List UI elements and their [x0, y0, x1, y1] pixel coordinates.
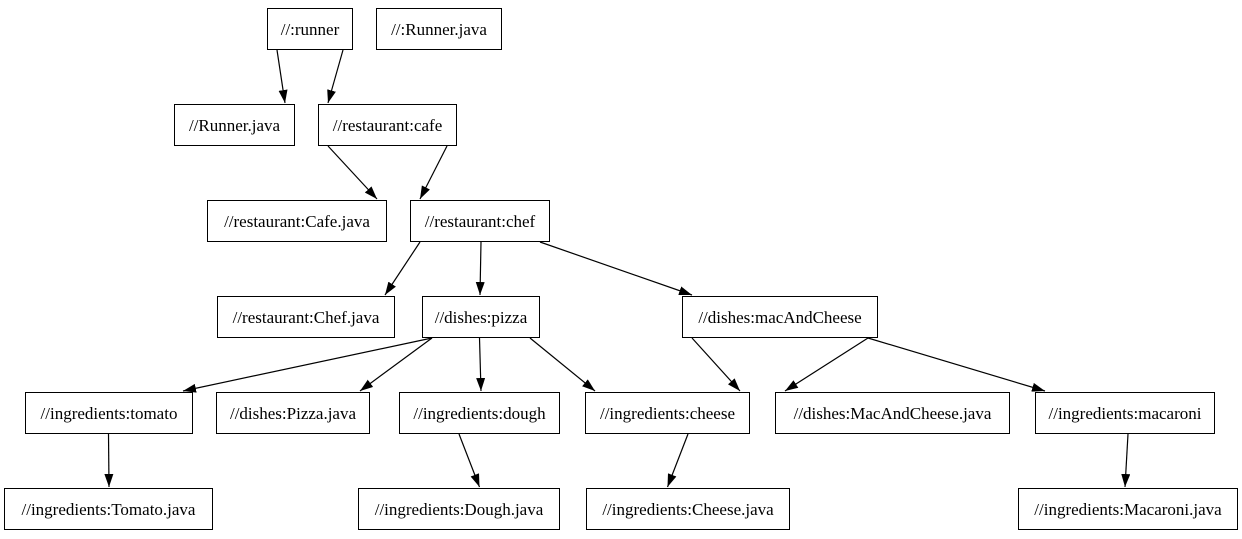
node-pizza-java: //dishes:Pizza.java: [216, 392, 370, 434]
node-chef: //restaurant:chef: [410, 200, 550, 242]
node-pizza: //dishes:pizza: [422, 296, 540, 338]
node-cheese: //ingredients:cheese: [585, 392, 750, 434]
node-mac-and-cheese-java: //dishes:MacAndCheese.java: [775, 392, 1010, 434]
node-root-runner-java: //:Runner.java: [376, 8, 502, 50]
edge-dough-to-dough-java: [458, 433, 481, 488]
edge-pizza-to-cheese: [529, 337, 596, 392]
edge-mac-and-cheese-to-cheese: [691, 337, 741, 392]
node-runner: //:runner: [267, 8, 353, 50]
node-macaroni: //ingredients:macaroni: [1035, 392, 1215, 434]
node-cheese-java: //ingredients:Cheese.java: [586, 488, 790, 530]
node-tomato: //ingredients:tomato: [25, 392, 193, 434]
edge-chef-to-pizza: [475, 241, 485, 296]
edge-runner-to-cafe: [327, 49, 344, 104]
node-dough-java: //ingredients:Dough.java: [358, 488, 560, 530]
edge-cheese-to-cheese-java: [666, 433, 689, 488]
edge-macaroni-to-macaroni-java: [1121, 433, 1131, 488]
node-cafe: //restaurant:cafe: [318, 104, 457, 146]
node-macaroni-java: //ingredients:Macaroni.java: [1018, 488, 1238, 530]
node-mac-and-cheese: //dishes:macAndCheese: [682, 296, 878, 338]
edge-tomato-to-tomato-java: [104, 433, 114, 488]
node-tomato-java: //ingredients:Tomato.java: [4, 488, 213, 530]
edge-cafe-to-cafe-java: [327, 145, 378, 200]
edge-runner-to-runner-java: [276, 49, 288, 104]
edge-chef-to-chef-java: [384, 241, 421, 296]
node-chef-java: //restaurant:Chef.java: [217, 296, 395, 338]
edge-pizza-to-pizza-java: [359, 337, 433, 392]
edge-pizza-to-dough: [476, 337, 486, 392]
node-runner-java: //Runner.java: [174, 104, 295, 146]
node-dough: //ingredients:dough: [399, 392, 560, 434]
node-cafe-java: //restaurant:Cafe.java: [207, 200, 387, 242]
edge-cafe-to-chef: [419, 145, 448, 200]
edge-pizza-to-tomato: [182, 337, 433, 393]
edge-mac-and-cheese-to-mac-and-cheese-java: [784, 337, 869, 392]
edge-mac-and-cheese-to-macaroni: [867, 337, 1046, 392]
edge-chef-to-mac-and-cheese: [539, 241, 693, 296]
